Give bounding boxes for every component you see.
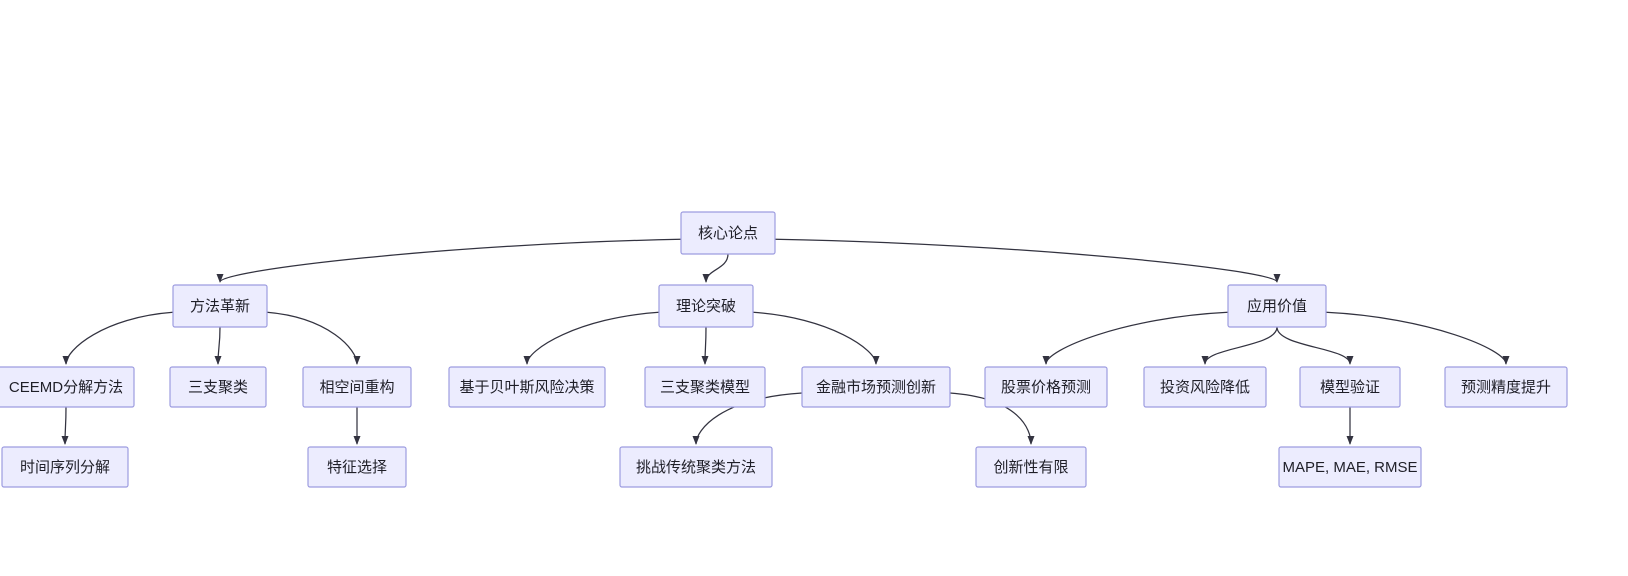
node-box[interactable]: [448, 366, 606, 408]
edge-root-to-l2a: [216, 238, 682, 283]
node-box[interactable]: [984, 366, 1108, 408]
edge-l2b-to-l3f: [752, 311, 880, 365]
edge-layer: [61, 238, 1510, 445]
node-box[interactable]: [1278, 446, 1422, 488]
node-l3c[interactable]: 相空间重构: [302, 366, 412, 408]
edge-l3f-to-l4d: [949, 392, 1035, 445]
node-l3f[interactable]: 金融市场预测创新: [801, 366, 951, 408]
node-box[interactable]: [975, 446, 1087, 488]
node-l3a[interactable]: CEEMD分解方法: [0, 366, 135, 408]
edge-l2c-to-l3j: [1325, 311, 1510, 365]
node-box[interactable]: [1444, 366, 1568, 408]
edge-l2b-to-l3e: [701, 326, 709, 365]
node-box[interactable]: [1299, 366, 1401, 408]
edge-l3a-to-l4a: [61, 406, 69, 445]
node-box[interactable]: [644, 366, 766, 408]
node-box[interactable]: [1227, 284, 1327, 328]
node-l4e[interactable]: MAPE, MAE, RMSE: [1278, 446, 1422, 488]
node-layer: 核心论点方法革新 理论突破 应用价值 CEEMD分解方法三支聚类相空间重构基于贝叶斯风…: [0, 211, 1568, 488]
node-root[interactable]: 核心论点: [680, 211, 776, 255]
node-box[interactable]: [302, 366, 412, 408]
edge-l3f-to-l4c: [692, 392, 803, 445]
node-l3g[interactable]: 股票价格预测: [984, 366, 1108, 408]
edge-l2c-to-l3i: [1276, 326, 1354, 365]
node-box[interactable]: [172, 284, 268, 328]
node-box[interactable]: [169, 366, 267, 408]
edge-l2c-to-l3h: [1201, 326, 1278, 365]
edge-l2a-to-l3c: [266, 311, 361, 365]
node-l3i[interactable]: 模型验证: [1299, 366, 1401, 408]
node-l4d[interactable]: 创新性有限: [975, 446, 1087, 488]
node-l4b[interactable]: 特征选择: [307, 446, 407, 488]
node-l3h[interactable]: 投资风险降低: [1143, 366, 1267, 408]
edge-l2b-to-l3d: [523, 311, 660, 365]
node-box[interactable]: [1, 446, 129, 488]
node-l2c[interactable]: 应用价值: [1227, 284, 1327, 328]
edge-root-to-l2b: [702, 253, 729, 283]
node-l4a[interactable]: 时间序列分解: [1, 446, 129, 488]
edge-root-to-l2c: [774, 238, 1281, 283]
node-box[interactable]: [1143, 366, 1267, 408]
node-box[interactable]: [658, 284, 754, 328]
node-l3d[interactable]: 基于贝叶斯风险决策: [448, 366, 606, 408]
node-l3j[interactable]: 预测精度提升: [1444, 366, 1568, 408]
node-l2a[interactable]: 方法革新: [172, 284, 268, 328]
node-box[interactable]: [307, 446, 407, 488]
node-box[interactable]: [0, 366, 135, 408]
node-box[interactable]: [619, 446, 773, 488]
node-box[interactable]: [801, 366, 951, 408]
edge-l2c-to-l3g: [1042, 311, 1229, 365]
node-l2b[interactable]: 理论突破: [658, 284, 754, 328]
edge-l2a-to-l3a: [62, 311, 174, 365]
edge-l2a-to-l3b: [214, 326, 222, 365]
node-box[interactable]: [680, 211, 776, 255]
node-l4c[interactable]: 挑战传统聚类方法: [619, 446, 773, 488]
node-l3b[interactable]: 三支聚类: [169, 366, 267, 408]
node-l3e[interactable]: 三支聚类模型: [644, 366, 766, 408]
